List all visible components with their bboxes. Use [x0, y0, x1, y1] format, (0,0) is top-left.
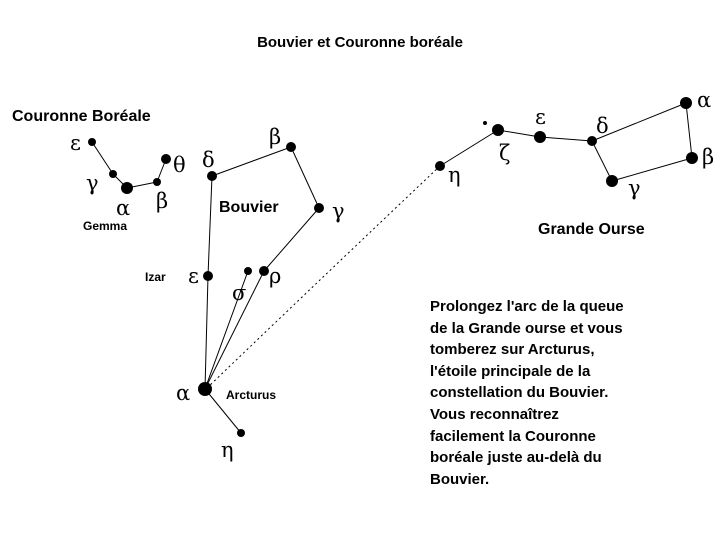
greek-ursa-epsilon: ε: [535, 105, 546, 129]
star-ursa-alpha: [680, 97, 692, 109]
star-corona-theta: [161, 154, 171, 164]
greek-bootes-sigma: σ: [232, 281, 246, 305]
star-bootes-delta: [207, 171, 217, 181]
arc-to-arcturus: [206, 165, 441, 389]
greek-ursa-alpha: α: [697, 88, 711, 112]
bootes-line: [263, 207, 320, 272]
star-corona-epsilon: [88, 138, 96, 146]
greek-bootes-gamma: γ: [332, 199, 345, 223]
bootes-line: [204, 388, 242, 434]
note-line: boréale juste au-delà du: [430, 449, 602, 467]
bootes-lines: [204, 146, 320, 434]
bootes-line: [211, 146, 292, 177]
greek-ursa-eta: η: [448, 163, 461, 187]
greek-corona-theta: θ: [173, 153, 186, 177]
label-izar: Izar: [145, 270, 166, 284]
star-corona-gamma: [109, 170, 117, 178]
ursa-line: [497, 129, 541, 138]
greek-bootes-delta: δ: [202, 148, 215, 172]
corona-line: [91, 141, 114, 175]
note-line: Bouvier.: [430, 470, 490, 488]
greek-ursa-gamma: γ: [628, 176, 641, 200]
note-line: constellation du Bouvier.: [430, 384, 609, 402]
note-line: l'étoile principale de la: [430, 362, 591, 380]
ursa-line: [439, 129, 499, 167]
star-ursa-epsilon: [534, 131, 546, 143]
greek-corona-beta: β: [156, 189, 168, 213]
greek-ursa-zeta: ζ: [499, 141, 510, 165]
star-ursa-eta: [435, 161, 445, 171]
star-ursa-beta: [686, 152, 698, 164]
ursa-lines: [439, 102, 693, 182]
greek-arcturus-alpha: α: [176, 381, 190, 405]
star-bootes-rho: [259, 266, 269, 276]
bootes-line: [204, 275, 209, 390]
greek-corona-epsilon: ε: [70, 131, 81, 155]
greek-corona-gamma: γ: [86, 171, 99, 195]
diagram-title: Bouvier et Couronne boréale: [257, 34, 463, 51]
label-grande-ourse: Grande Ourse: [538, 221, 645, 238]
note-line: tomberez sur Arcturus,: [430, 341, 595, 359]
label-bouvier: Bouvier: [219, 199, 279, 216]
label-couronne-boreale: Couronne Boréale: [12, 108, 151, 125]
star-izar: [203, 271, 213, 281]
greek-izar-epsilon: ε: [188, 264, 199, 288]
ursa-line: [539, 136, 593, 142]
bootes-line: [204, 270, 265, 390]
greek-bootes-eta: η: [221, 438, 234, 462]
note-line: Vous reconnaîtrez: [430, 405, 559, 423]
greek-ursa-delta: δ: [596, 114, 609, 138]
note-line: de la Grande ourse et vous: [430, 319, 623, 337]
greek-ursa-beta: β: [702, 145, 714, 169]
explanation-text: Prolongez l'arc de la queue de la Grande…: [430, 296, 710, 490]
star-bootes-gamma: [314, 203, 324, 213]
greek-bootes-beta: β: [269, 125, 281, 149]
star-corona-beta: [153, 178, 161, 186]
star-gemma: [121, 182, 133, 194]
ursa-line: [591, 140, 613, 182]
star-bootes-eta: [237, 429, 245, 437]
star-ursa-zeta: [492, 124, 504, 136]
greek-bootes-rho: ρ: [269, 264, 281, 288]
label-arcturus: Arcturus: [226, 388, 276, 402]
star-arcturus: [198, 382, 212, 396]
star-bootes-sigma: [244, 267, 252, 275]
ursa-line: [591, 102, 687, 142]
ursa-line: [611, 157, 693, 182]
note-line: Prolongez l'arc de la queue: [430, 298, 624, 315]
bootes-line: [204, 270, 249, 390]
label-gemma: Gemma: [83, 219, 127, 233]
bootes-line: [207, 175, 213, 277]
star-ursa-faint: [483, 121, 487, 125]
star-ursa-delta: [587, 136, 597, 146]
bootes-line: [290, 146, 320, 209]
ursa-line: [685, 102, 693, 159]
star-ursa-gamma: [606, 175, 618, 187]
note-line: facilement la Couronne: [430, 427, 596, 445]
greek-gemma-alpha: α: [116, 196, 130, 220]
stars: [88, 97, 698, 437]
star-bootes-beta: [286, 142, 296, 152]
